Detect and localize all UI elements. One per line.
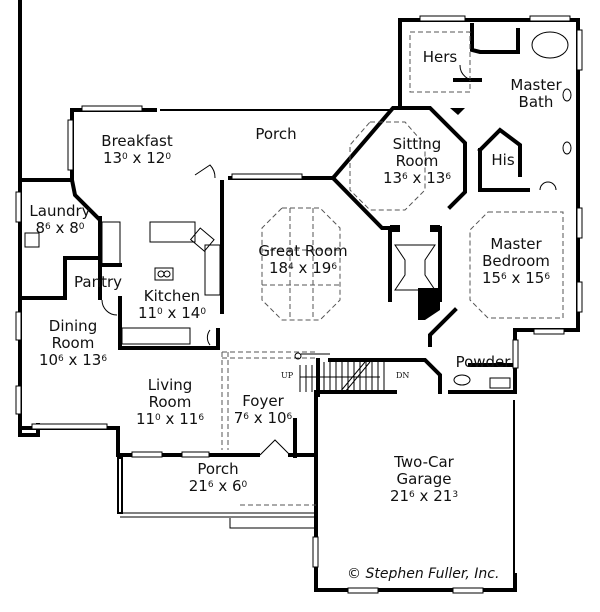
- room-dimensions: 76 x 106: [233, 409, 293, 427]
- room-label-great-room: Great Room 184 x 196: [258, 242, 348, 277]
- room-name: Porch: [255, 125, 297, 143]
- windows: [15, 15, 583, 594]
- walls: [18, 0, 580, 592]
- room-label-pantry: Pantry: [74, 273, 122, 291]
- room-label-hers-closet: Hers: [422, 48, 458, 66]
- room-label-laundry: Laundry 86 x 80: [29, 202, 91, 237]
- room-dimensions: 86 x 80: [35, 219, 85, 237]
- room-label-his-closet: His: [491, 151, 515, 169]
- fixtures: [24, 31, 572, 389]
- room-label-master-bedroom: Master Bedroom 156 x 156: [481, 235, 551, 287]
- room-dimensions: 216 x 213: [389, 487, 459, 505]
- room-dimensions: 106 x 136: [38, 351, 108, 369]
- room-label-master-bath: Master Bath: [510, 76, 562, 111]
- staircase: [294, 352, 385, 393]
- room-label-breakfast: Breakfast 130 x 120: [101, 133, 172, 167]
- stair-up-label: UP: [281, 371, 294, 380]
- room-dimensions: 110 x 140: [137, 304, 207, 322]
- dashed-lines: [221, 31, 564, 506]
- room-dimensions: 184 x 196: [268, 259, 338, 277]
- room-label-garage: Two-Car Garage 216 x 213: [389, 453, 459, 505]
- room-label-kitchen: Kitchen 110 x 140: [137, 287, 207, 322]
- room-label-sitting-room: Sitting Room 136 x 136: [382, 135, 452, 187]
- stair-down-label: DN: [396, 371, 410, 380]
- room-name: Breakfast: [101, 132, 173, 150]
- bathtub-icon: [531, 31, 569, 59]
- room-dimensions: 156 x 156: [481, 269, 551, 287]
- fireplace: [390, 108, 465, 320]
- room-label-rear-porch: Porch: [255, 126, 296, 143]
- room-label-foyer: Foyer 76 x 106: [233, 392, 293, 427]
- room-label-powder: Powder: [455, 353, 511, 371]
- room-dimensions: 216 x 60: [188, 477, 248, 495]
- copyright-notice: © Stephen Fuller, Inc.: [347, 566, 500, 582]
- room-dimensions: 130 x 120: [102, 149, 172, 167]
- doors: [101, 64, 557, 456]
- room-dimensions: 136 x 136: [382, 169, 452, 187]
- room-label-dining-room: Dining Room 106 x 136: [38, 317, 108, 369]
- room-label-front-porch: Porch 216 x 60: [188, 460, 248, 495]
- room-label-living-room: Living Room 110 x 116: [135, 376, 205, 428]
- room-dimensions: 110 x 116: [135, 410, 205, 428]
